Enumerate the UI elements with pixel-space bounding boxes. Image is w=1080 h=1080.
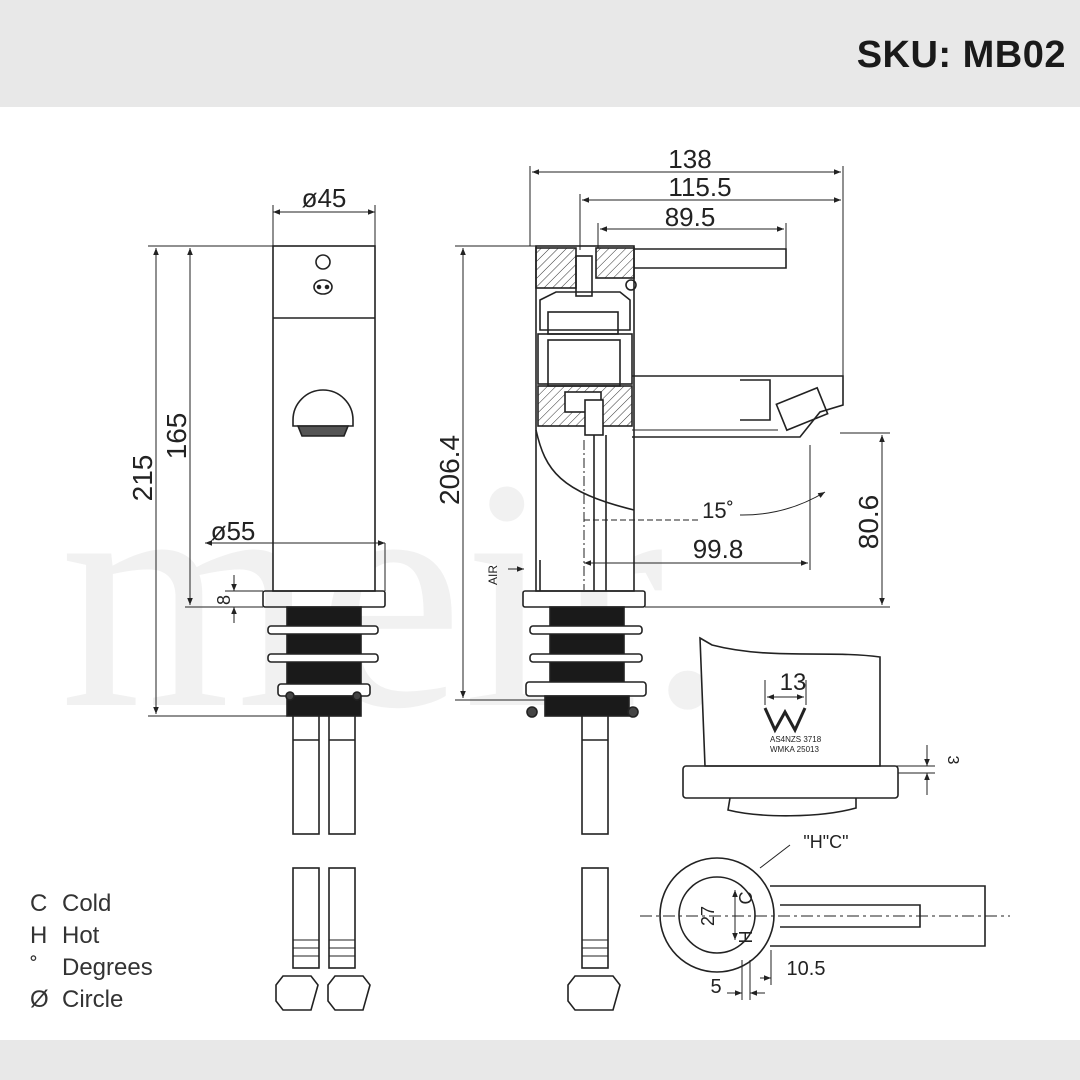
dim-diameter-45: ø45: [302, 183, 347, 213]
legend-label: Cold: [62, 890, 112, 917]
dim-width-138: 138: [668, 144, 711, 174]
top-dimensions: [727, 844, 791, 1000]
detail-view: [682, 636, 899, 817]
legend-label: Hot: [62, 922, 100, 949]
dim-width-115: 115.5: [668, 172, 731, 202]
standard-mark-2: WMKA 25013: [770, 745, 819, 754]
dim-5: 5: [710, 976, 721, 998]
legend-item-cold: C Cold: [30, 888, 153, 920]
side-dimensions: [455, 166, 890, 701]
dim-10-5: 10.5: [787, 958, 826, 980]
legend-symbol: Ø: [30, 986, 49, 1013]
dim-width-13: 13: [780, 669, 807, 696]
standard-mark-1: AS4NZS 3718: [770, 735, 822, 744]
dim-height-3: 3: [944, 756, 961, 765]
legend-item-degrees: ˚ Degrees: [30, 952, 153, 984]
dim-height-165: 165: [161, 413, 192, 460]
sku-label: SKU: MB02: [856, 34, 1066, 76]
footer-band: [0, 1040, 1080, 1080]
hot-cold-label: "H"C": [803, 832, 848, 852]
legend-label: Degrees: [62, 954, 153, 981]
legend-item-circle: Ø Circle: [30, 984, 153, 1016]
legend: C Cold H Hot ˚ Degrees Ø Circle: [30, 888, 153, 1016]
top-view: [640, 857, 1010, 973]
legend-symbol: H: [30, 922, 48, 949]
legend-item-hot: H Hot: [30, 920, 153, 952]
dim-angle-15: 15˚: [702, 498, 734, 523]
header-band: SKU: MB02: [0, 0, 1080, 107]
dim-width-99: 99.8: [693, 534, 744, 564]
legend-symbol: C: [30, 890, 48, 917]
legend-label: Circle: [62, 986, 124, 1013]
dim-height-80: 80.6: [853, 495, 884, 550]
legend-symbol: ˚: [30, 954, 38, 981]
hot-mark: H: [736, 931, 756, 944]
front-view: [262, 245, 386, 1011]
front-dimensions: [148, 205, 386, 717]
dim-height-215: 215: [127, 455, 158, 502]
air-label: AIR: [486, 565, 500, 585]
dim-27: 27: [698, 906, 718, 926]
dim-diameter-55: ø55: [211, 516, 256, 546]
cold-mark: C: [736, 892, 756, 905]
dim-width-89: 89.5: [665, 202, 716, 232]
dim-height-8: 8: [214, 595, 234, 605]
detail-dimensions: [764, 680, 935, 795]
side-section-view: [522, 245, 844, 1011]
dim-height-206: 206.4: [434, 435, 465, 505]
